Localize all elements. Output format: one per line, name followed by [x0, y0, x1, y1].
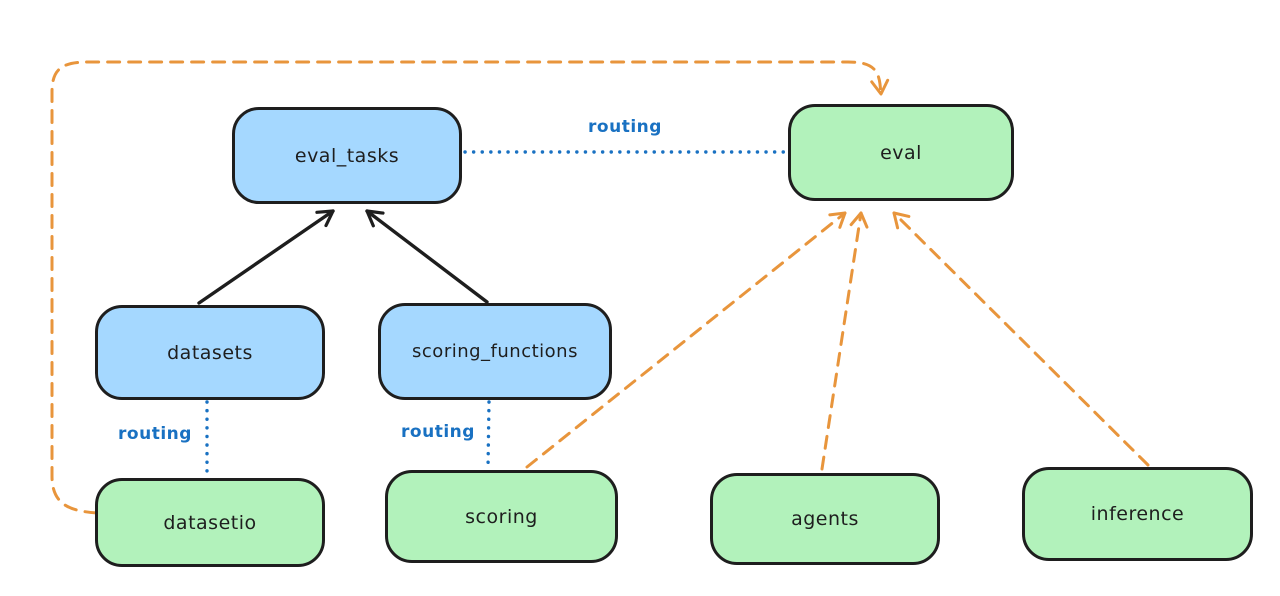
node-scoring-functions: scoring_functions — [378, 303, 612, 400]
edge-scoring-functions-to-scoring — [486, 400, 491, 470]
node-eval-tasks-label: eval_tasks — [294, 144, 400, 167]
edge-inference-to-eval — [892, 211, 1150, 467]
node-eval-label: eval — [880, 141, 922, 164]
node-scoring: scoring — [385, 470, 618, 563]
edge-label-routing-middle: routing — [401, 422, 475, 442]
node-inference-label: inference — [1090, 503, 1185, 525]
node-scoring-functions-label: scoring_functions — [412, 341, 578, 362]
node-eval: eval — [788, 104, 1014, 201]
edge-datasets-to-eval-tasks — [197, 209, 335, 305]
edge-agents-to-eval — [820, 211, 869, 471]
node-agents: agents — [710, 473, 940, 565]
node-datasetio-label: datasetio — [163, 511, 257, 534]
node-scoring-label: scoring — [465, 505, 538, 528]
node-inference: inference — [1022, 467, 1253, 561]
edge-label-routing-left: routing — [118, 424, 192, 444]
edge-scoring-functions-to-eval-tasks — [365, 209, 489, 304]
edge-label-routing-top: routing — [588, 117, 662, 137]
node-agents-label: agents — [791, 508, 859, 530]
node-eval-tasks: eval_tasks — [232, 107, 462, 204]
edge-datasetio-to-eval — [50, 60, 890, 515]
edge-scoring-to-eval — [525, 211, 847, 469]
node-datasets: datasets — [95, 305, 325, 400]
node-datasets-label: datasets — [167, 341, 253, 364]
node-datasetio: datasetio — [95, 478, 325, 567]
